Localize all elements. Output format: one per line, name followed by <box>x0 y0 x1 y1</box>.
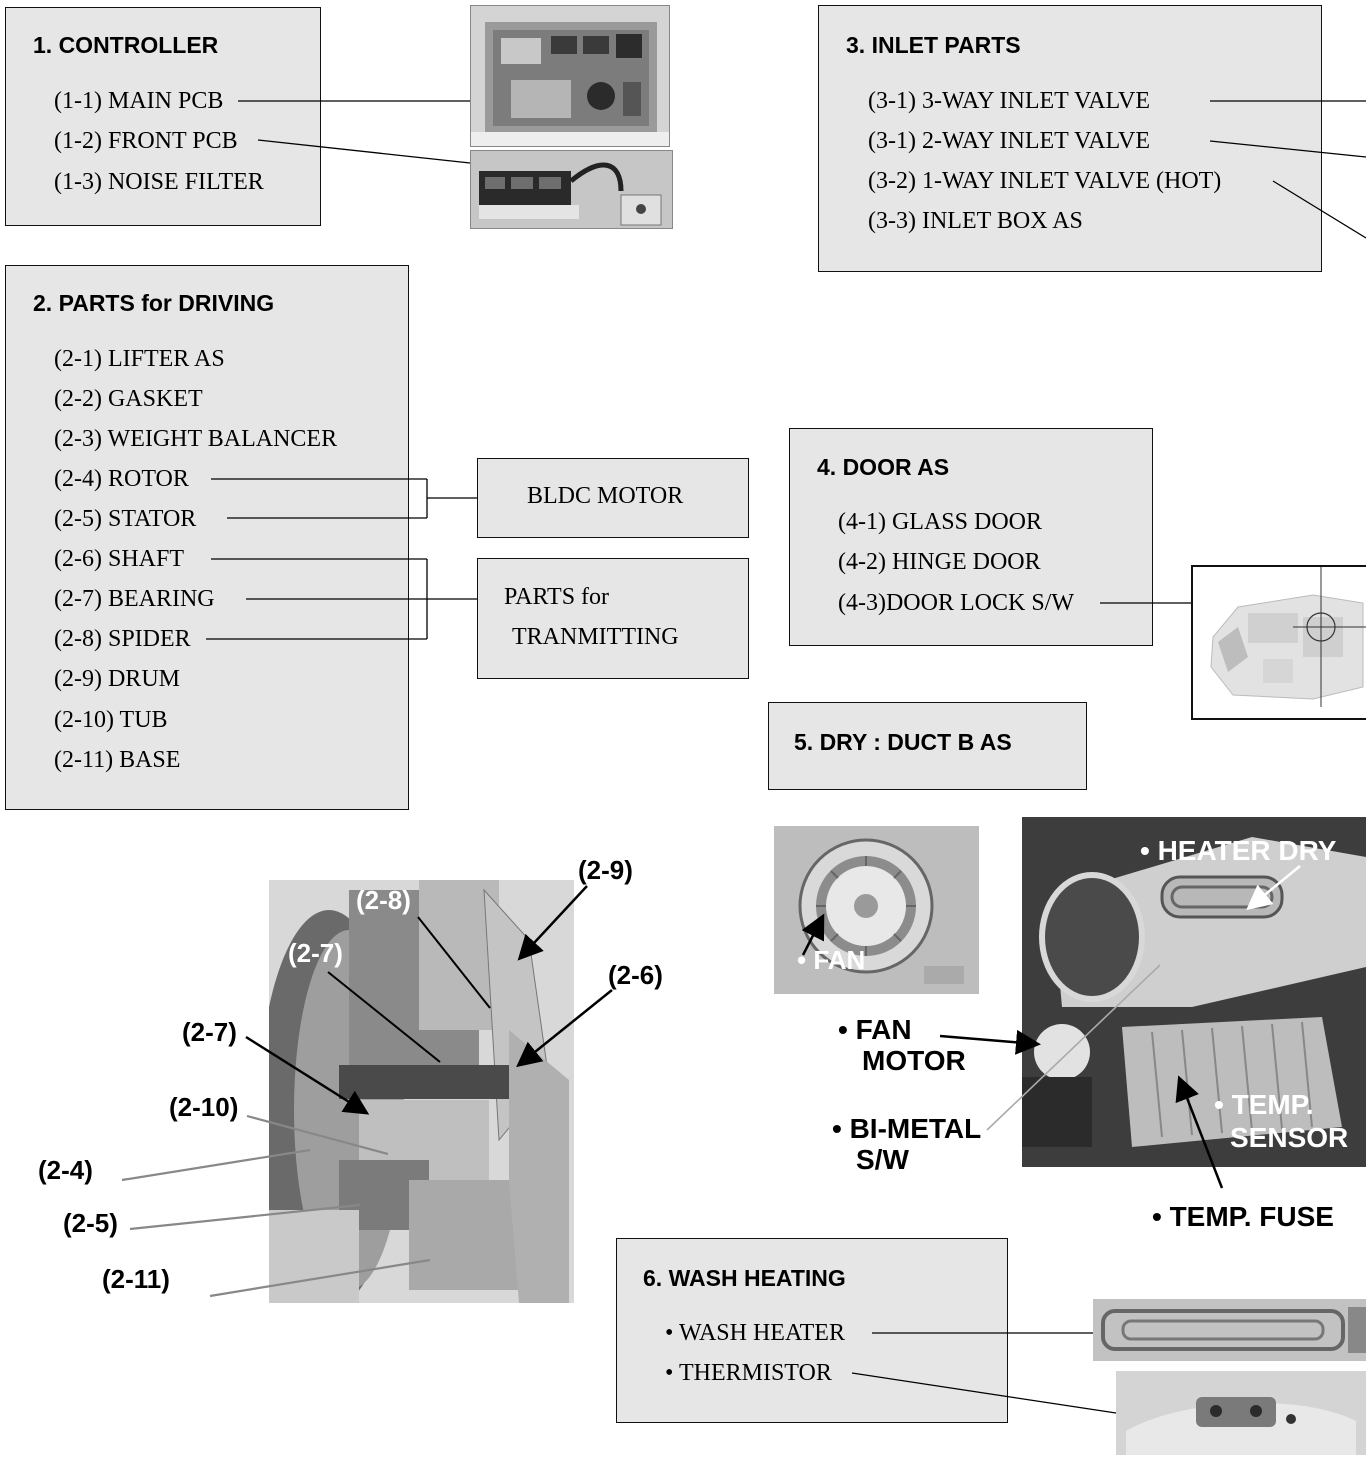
temp-sensor-callout-line2: SENSOR <box>1230 1122 1349 1153</box>
inlet-box <box>818 5 1322 272</box>
controller-item-noise-filter: (1-3) NOISE FILTER <box>54 169 264 195</box>
dry-box <box>768 702 1087 790</box>
inlet-item-2way-valve: (3-1) 2-WAY INLET VALVE <box>868 128 1150 154</box>
heater-dry-callout: • HEATER DRY <box>1140 835 1337 866</box>
door-lock-switch-image <box>1191 565 1366 720</box>
cutaway-label-2-10: (2-10) <box>169 1092 239 1122</box>
thermistor-image <box>1116 1371 1366 1455</box>
bldc-motor-box <box>477 458 749 538</box>
driving-title: 2. PARTS for DRIVING <box>33 290 275 316</box>
driving-item-spider: (2-8) SPIDER <box>54 626 191 652</box>
transmitting-label-line2: TRANMITTING <box>512 624 679 650</box>
front-pcb-image <box>470 150 673 229</box>
door-item-glass-door: (4-1) GLASS DOOR <box>838 509 1042 535</box>
fan-callout: • FAN <box>797 945 866 975</box>
controller-item-front-pcb: (1-2) FRONT PCB <box>54 128 238 154</box>
wash-heating-title: 6. WASH HEATING <box>643 1265 846 1291</box>
door-item-hinge-door: (4-2) HINGE DOOR <box>838 549 1041 575</box>
inlet-title: 3. INLET PARTS <box>846 32 1021 58</box>
cutaway-label-2-6: (2-6) <box>608 960 663 990</box>
driving-item-shaft: (2-6) SHAFT <box>54 546 184 572</box>
temp-sensor-callout-line1: • TEMP. <box>1214 1089 1314 1120</box>
driving-item-lifter: (2-1) LIFTER AS <box>54 346 225 372</box>
transmitting-label-line1: PARTS for <box>504 584 610 610</box>
transmitting-parts-box <box>477 558 749 679</box>
dry-duct-image <box>1022 817 1366 1167</box>
controller-item-main-pcb: (1-1) MAIN PCB <box>54 88 224 114</box>
bimetal-sw-callout-line1: • BI-METAL <box>832 1113 982 1144</box>
wash-item-heater: • WASH HEATER <box>665 1320 845 1346</box>
cutaway-label-2-9: (2-9) <box>578 855 633 885</box>
temp-fuse-callout: • TEMP. FUSE <box>1152 1201 1334 1232</box>
main-pcb-image <box>470 5 670 147</box>
wash-heater-image <box>1093 1299 1366 1361</box>
bimetal-sw-callout-line2: S/W <box>856 1144 909 1175</box>
door-box <box>789 428 1153 646</box>
door-item-door-lock-sw: (4-3)DOOR LOCK S/W <box>838 590 1074 616</box>
dry-title: 5. DRY : DUCT B AS <box>794 729 1012 755</box>
cutaway-label-2-4: (2-4) <box>38 1155 93 1185</box>
driving-item-stator: (2-5) STATOR <box>54 506 197 532</box>
driving-item-drum: (2-9) DRUM <box>54 666 180 692</box>
driving-item-bearing: (2-7) BEARING <box>54 586 215 612</box>
cutaway-label-2-7-upper: (2-7) <box>288 938 343 968</box>
inlet-item-inlet-box: (3-3) INLET BOX AS <box>868 208 1083 234</box>
bldc-motor-label: BLDC MOTOR <box>527 483 684 509</box>
cutaway-label-2-5: (2-5) <box>63 1208 118 1238</box>
driving-item-gasket: (2-2) GASKET <box>54 386 203 412</box>
driving-item-base: (2-11) BASE <box>54 747 181 773</box>
fan-image <box>774 826 979 994</box>
fan-motor-callout-line1: • FAN <box>838 1014 912 1045</box>
door-title: 4. DOOR AS <box>817 454 950 480</box>
driving-item-weight-balancer: (2-3) WEIGHT BALANCER <box>54 426 338 452</box>
fan-motor-callout-line2: MOTOR <box>862 1045 966 1076</box>
controller-box <box>5 7 321 226</box>
inlet-item-3way-valve: (3-1) 3-WAY INLET VALVE <box>868 88 1150 114</box>
driving-item-rotor: (2-4) ROTOR <box>54 466 189 492</box>
controller-title: 1. CONTROLLER <box>33 32 219 58</box>
driving-box <box>5 265 409 810</box>
wash-item-thermistor: • THERMISTOR <box>665 1360 832 1386</box>
cutaway-label-2-11: (2-11) <box>102 1264 170 1294</box>
driving-item-tub: (2-10) TUB <box>54 707 168 733</box>
inlet-item-1way-valve-hot: (3-2) 1-WAY INLET VALVE (HOT) <box>868 168 1222 194</box>
cutaway-label-2-8: (2-8) <box>356 885 411 915</box>
cutaway-label-2-7-lower: (2-7) <box>182 1017 237 1047</box>
